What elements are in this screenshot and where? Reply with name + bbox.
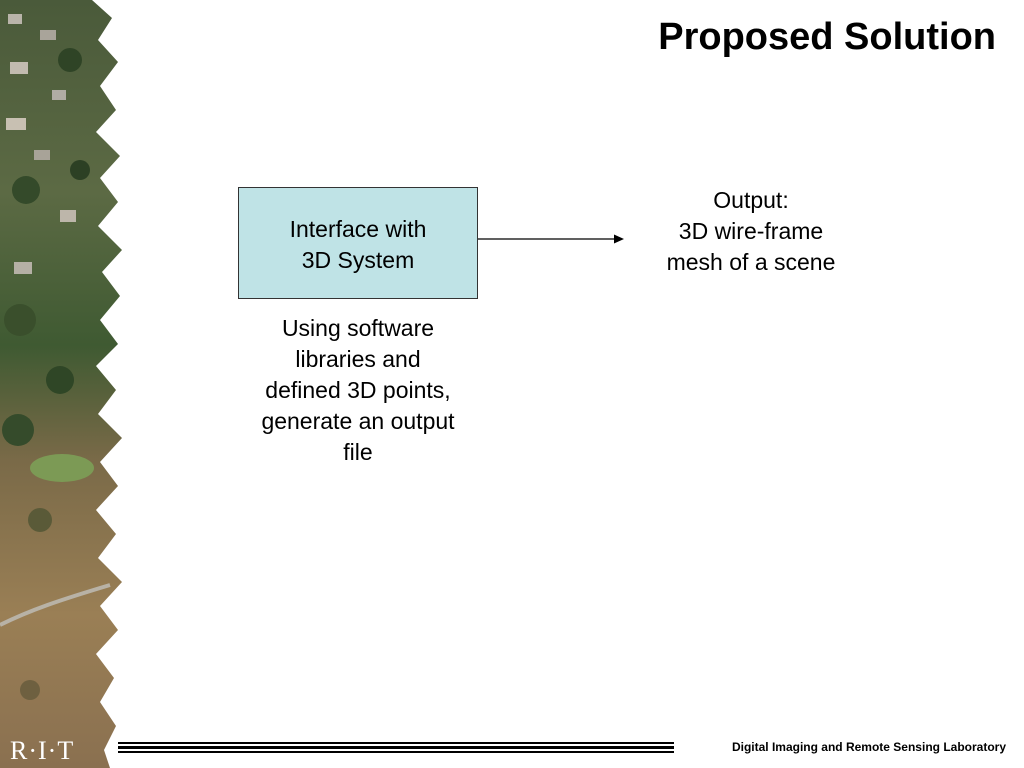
process-box-line: 3D System xyxy=(301,247,415,273)
process-description: Using software libraries and defined 3D … xyxy=(238,313,478,468)
process-description-line: libraries and xyxy=(295,346,421,372)
rit-logo: R·I·T xyxy=(10,736,75,765)
process-box: Interface with 3D System xyxy=(238,187,478,299)
footer-rule xyxy=(118,742,674,753)
output-line: mesh of a scene xyxy=(666,249,836,275)
output-line: 3D wire-frame xyxy=(678,218,824,244)
process-description-line: defined 3D points, xyxy=(265,377,451,403)
flow-arrow xyxy=(478,234,624,244)
footer-lab-name: Digital Imaging and Remote Sensing Labor… xyxy=(731,740,1006,754)
flow-arrow-head xyxy=(614,234,624,244)
aerial-photo-strip xyxy=(0,0,122,768)
output-line: Output: xyxy=(713,187,789,213)
output-description: Output: 3D wire-frame mesh of a scene xyxy=(640,185,862,278)
process-description-line: generate an output xyxy=(261,408,455,434)
slide-title: Proposed Solution xyxy=(658,16,996,58)
process-description-line: file xyxy=(343,439,373,465)
process-box-line: Interface with xyxy=(289,216,427,242)
process-description-line: Using software xyxy=(281,315,435,341)
